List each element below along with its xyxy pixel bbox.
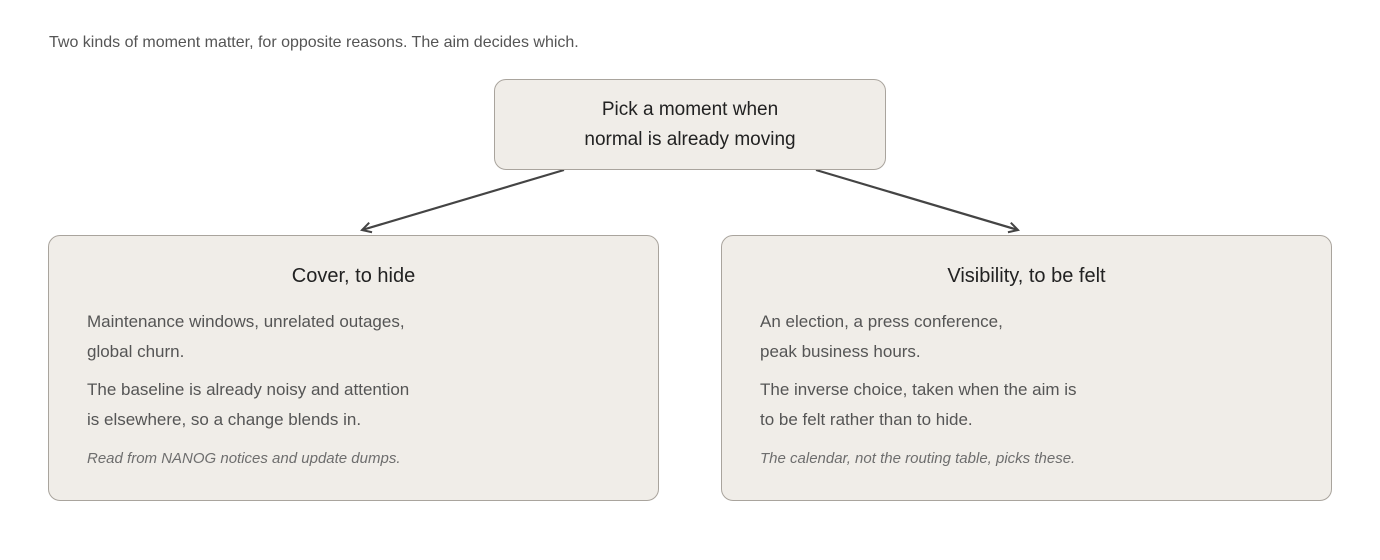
branch-text-line: peak business hours. bbox=[760, 342, 921, 361]
branch-examples: An election, a press conference, peak bu… bbox=[760, 307, 1293, 367]
branch-text-line: global churn. bbox=[87, 342, 185, 361]
visibility-branch-node: Visibility, to be felt An election, a pr… bbox=[721, 235, 1332, 501]
arrow-to-visibility bbox=[815, 168, 1018, 230]
branch-explanation: The inverse choice, taken when the aim i… bbox=[760, 375, 1293, 435]
branch-text-line: is elsewhere, so a change blends in. bbox=[87, 410, 362, 429]
cover-branch-node: Cover, to hide Maintenance windows, unre… bbox=[48, 235, 659, 501]
branch-title: Visibility, to be felt bbox=[947, 265, 1106, 287]
branch-title: Cover, to hide bbox=[291, 265, 416, 287]
root-node: Pick a moment when normal is already mov… bbox=[494, 79, 886, 170]
branch-text-line: to be felt rather than to hide. bbox=[760, 410, 973, 429]
branch-text-line: Maintenance windows, unrelated outages, bbox=[87, 312, 405, 331]
branch-text-line: The baseline is already noisy and attent… bbox=[87, 380, 410, 399]
diagram-caption: Two kinds of moment matter, for opposite… bbox=[49, 34, 579, 51]
branch-note: Read from NANOG notices and update dumps… bbox=[87, 450, 401, 467]
branch-explanation: The baseline is already noisy and attent… bbox=[87, 375, 620, 435]
branch-text-line: An election, a press conference, bbox=[760, 312, 1003, 331]
branch-note: The calendar, not the routing table, pic… bbox=[760, 450, 1076, 467]
branch-text-line: The inverse choice, taken when the aim i… bbox=[760, 380, 1077, 399]
root-node-line: normal is already moving bbox=[584, 128, 796, 150]
branch-examples: Maintenance windows, unrelated outages, … bbox=[87, 307, 620, 367]
root-node-line: Pick a moment when bbox=[601, 98, 779, 120]
arrow-to-cover bbox=[362, 168, 565, 230]
